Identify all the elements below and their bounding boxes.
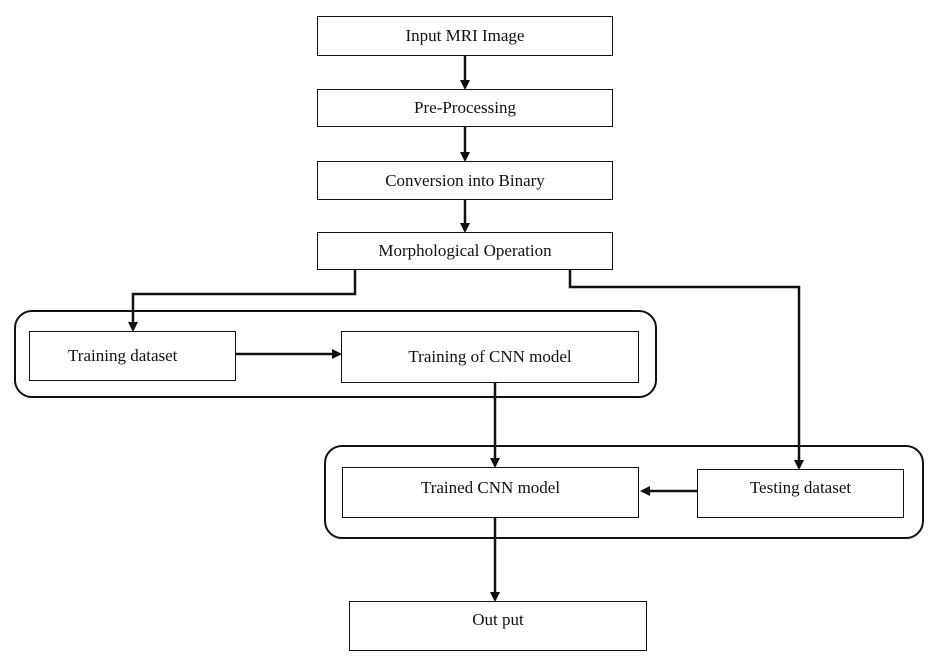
testing-group-frame bbox=[324, 445, 924, 539]
node-output: Out put bbox=[349, 601, 647, 651]
node-testing-dataset: Testing dataset bbox=[697, 469, 904, 518]
edge-morphological-to-training-dataset bbox=[128, 270, 357, 332]
edge-morphological-to-testing-dataset bbox=[568, 270, 804, 470]
node-training-dataset: Training dataset bbox=[29, 331, 236, 381]
node-pre-processing: Pre-Processing bbox=[317, 89, 613, 127]
node-trained-cnn-model: Trained CNN model bbox=[342, 467, 639, 518]
training-group-frame bbox=[14, 310, 657, 398]
node-input-mri-image: Input MRI Image bbox=[317, 16, 613, 56]
node-morphological-operation: Morphological Operation bbox=[317, 232, 613, 270]
node-conversion-into-binary: Conversion into Binary bbox=[317, 161, 613, 200]
node-training-of-cnn-model: Training of CNN model bbox=[341, 331, 639, 383]
